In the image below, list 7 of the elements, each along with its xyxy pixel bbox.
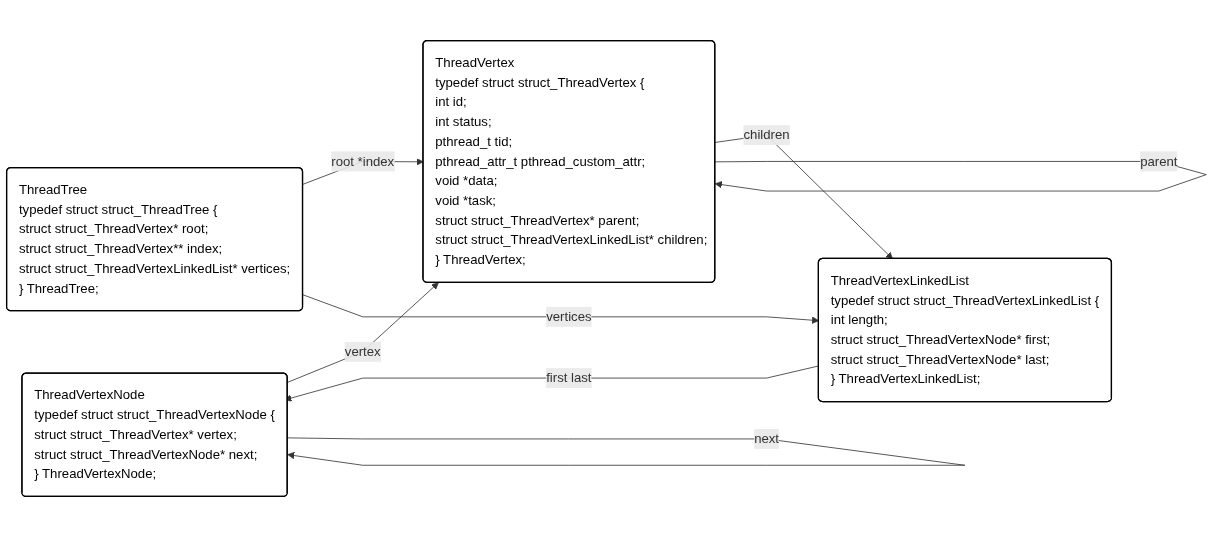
edge-label: vertex <box>344 344 381 359</box>
edge-label: vertices <box>546 309 592 324</box>
edge-label: parent <box>1140 154 1178 168</box>
edge-label: next <box>754 431 780 446</box>
edge-label: first last <box>546 370 592 385</box>
edge-label: root *index <box>331 154 395 168</box>
edge-label: children <box>743 127 790 142</box>
